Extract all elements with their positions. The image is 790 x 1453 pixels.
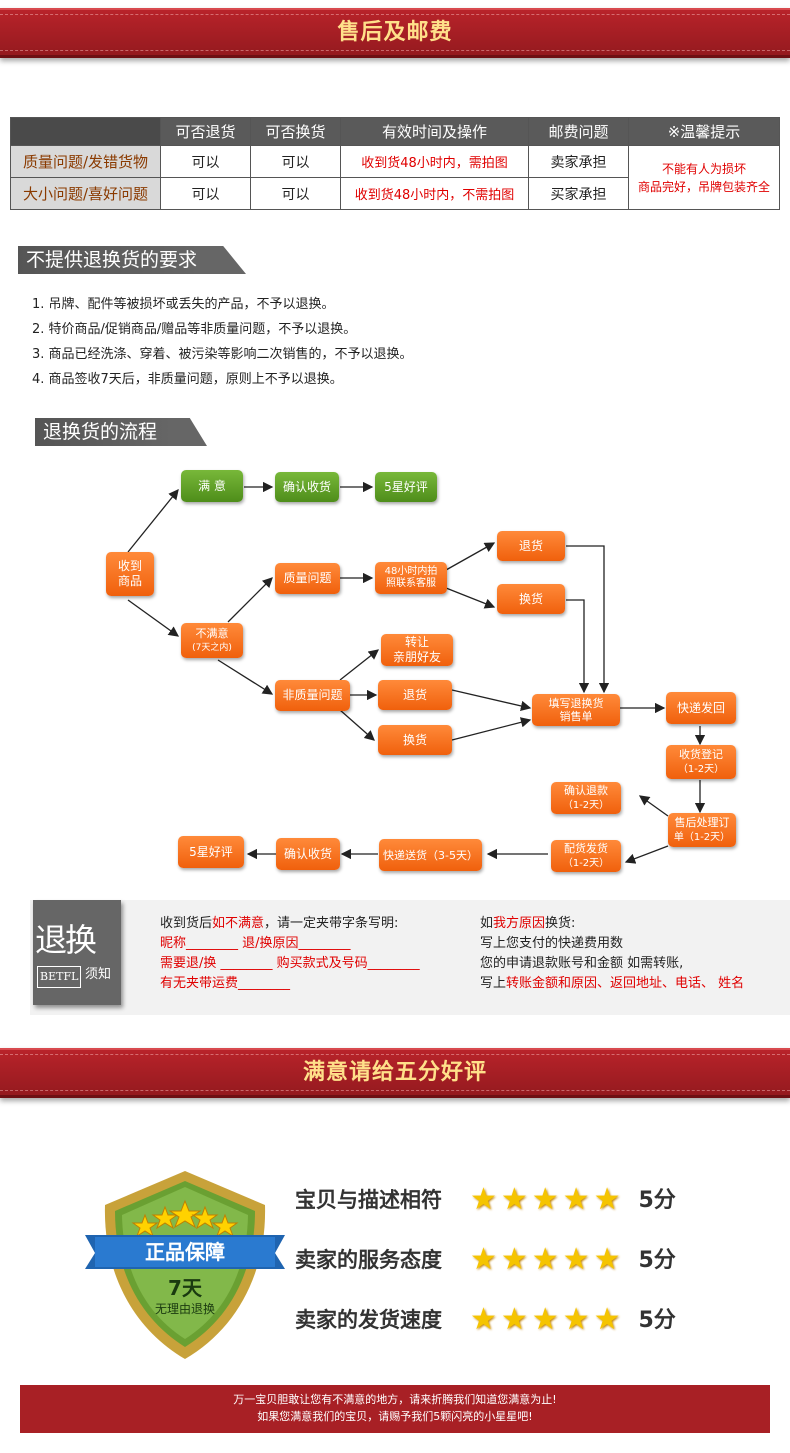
flow-fill-form: 填写退换货销售单: [532, 694, 620, 726]
shield-title: 正品保障: [145, 1240, 225, 1264]
table-header: ※温馨提示: [628, 117, 780, 146]
rating-label: 宝贝与描述相符: [295, 1188, 442, 1212]
flow-return-1: 退货: [497, 531, 565, 561]
shield-sub: 无理由退换: [155, 1302, 215, 1316]
flow-non-quality: 非质量问题: [275, 680, 350, 711]
flow-exchange-1: 换货: [497, 584, 565, 614]
flow-express-back: 快递发回: [666, 692, 736, 724]
star-icons: ★★★★★: [470, 1242, 625, 1277]
aftersale-title: 售后及邮费: [337, 20, 453, 45]
flow-register: 收货登记（1-2天）: [666, 745, 736, 779]
rules-list: 1. 吊牌、配件等被损坏或丢失的产品，不予以退换。 2. 特价商品/促销商品/赠…: [32, 292, 413, 392]
table-header: 邮费问题: [528, 117, 629, 146]
flow-return-2: 退货: [378, 680, 452, 710]
footer-line: 万一宝贝胆敢让您有不满意的地方，请来折腾我们知道您满意为止!: [233, 1393, 557, 1406]
tip-line: 不能有人为损坏: [661, 161, 746, 176]
table-cell: 可以: [160, 177, 251, 210]
star-icons: ★★★★★: [470, 1182, 625, 1217]
table-row: 大小问题/喜好问题 可以 可以 收到货48小时内，不需拍图 买家承担: [10, 177, 780, 210]
table-header: 有效时间及操作: [340, 117, 529, 146]
brand-tag: BETFL: [37, 966, 82, 988]
rating-row: 卖家的服务态度 ★★★★★ 5分: [295, 1240, 676, 1280]
flow-five-star-2: 5星好评: [178, 836, 244, 868]
notice-big-text: 退换: [35, 921, 97, 959]
list-item: 3. 商品已经洗涤、穿着、被污染等影响二次销售的，不予以退换。: [32, 347, 413, 362]
table-row: 质量问题/发错货物 可以 可以 收到货48小时内，需拍图 卖家承担 不能有人为损…: [10, 145, 780, 210]
flow-satisfied: 满 意: [181, 470, 243, 502]
table-cell: 收到货48小时内，需拍图: [340, 145, 529, 178]
flow-process-order: 售后处理订单（1-2天）: [668, 813, 736, 847]
table-cell: 可以: [160, 145, 251, 178]
row-label: 质量问题/发错货物: [10, 145, 161, 178]
shield-days: 7天: [168, 1276, 203, 1300]
policy-table: 可否退货 可否换货 有效时间及操作 邮费问题 ※温馨提示 质量问题/发错货物 可…: [10, 117, 780, 210]
praise-banner: 满意请给五分好评: [0, 1048, 790, 1098]
flow-contact-service: 48小时内拍照联系客服: [375, 562, 447, 594]
table-cell: 可以: [250, 145, 341, 178]
footer-line: 如果您满意我们的宝贝，请赐予我们5颗闪亮的小星星吧!: [257, 1410, 533, 1423]
flow-delivery: 快递送货（3-5天）: [379, 839, 482, 871]
tip-cell: 不能有人为损坏商品完好，吊牌包装齐全: [628, 145, 780, 210]
table-header: 可否退货: [160, 117, 251, 146]
flow-transfer: 转让亲朋好友: [381, 634, 453, 666]
rating-row: 宝贝与描述相符 ★★★★★ 5分: [295, 1180, 676, 1220]
flow-confirm-receipt-2: 确认收货: [276, 838, 340, 870]
aftersale-banner: 售后及邮费: [0, 8, 790, 58]
praise-title: 满意请给五分好评: [302, 1060, 487, 1085]
list-item: 4. 商品签收7天后，非质量问题，原则上不予以退换。: [32, 372, 343, 387]
row-label: 大小问题/喜好问题: [10, 177, 161, 210]
flow-ship-goods: 配货发货（1-2天）: [551, 840, 621, 872]
rating-row: 卖家的发货速度 ★★★★★ 5分: [295, 1300, 676, 1340]
footer-note: 万一宝贝胆敢让您有不满意的地方，请来折腾我们知道您满意为止! 如果您满意我们的宝…: [20, 1385, 770, 1433]
rating-score: 5分: [638, 1308, 676, 1333]
guarantee-shield-icon: 正品保障 7天 无理由退换: [85, 1171, 285, 1359]
notice-badge: 退换 BETFL 须知: [33, 900, 121, 1005]
notice-left-column: 收到货后如不满意，请一定夹带字条写明: 昵称________ 退/换原因____…: [160, 916, 420, 991]
flow-arrows: [127, 481, 706, 864]
table-cell: 买家承担: [528, 177, 629, 210]
rating-label: 卖家的服务态度: [295, 1248, 442, 1272]
rating-score: 5分: [638, 1248, 676, 1273]
flow-received: 收到商品: [106, 552, 154, 596]
notice-xu: 须知: [85, 967, 112, 982]
notice-right-column: 如我方原因换货: 写上您支付的快递费用数 您的申请退款账号和金额 如需转账, 写…: [480, 916, 745, 991]
star-icons: ★★★★★: [470, 1302, 625, 1337]
return-notice: 退换 BETFL 须知 收到货后如不满意，请一定夹带字条写明: 昵称______…: [30, 900, 790, 1015]
flow-unsatisfied: 不满意(7天之内): [181, 623, 243, 658]
flow-confirm-refund: 确认退款（1-2天）: [551, 782, 621, 814]
table-header: 可否换货: [250, 117, 341, 146]
flow-quality-issue: 质量问题: [275, 563, 340, 594]
no-return-heading: 不提供退换货的要求: [18, 246, 246, 274]
list-item: 1. 吊牌、配件等被损坏或丢失的产品，不予以退换。: [32, 297, 335, 312]
table-cell: 收到货48小时内，不需拍图: [340, 177, 529, 210]
rating-label: 卖家的发货速度: [295, 1308, 442, 1332]
flow-exchange-2: 换货: [378, 725, 452, 755]
process-heading: 退换货的流程: [35, 418, 207, 446]
list-item: 2. 特价商品/促销商品/赠品等非质量问题，不予以退换。: [32, 322, 357, 337]
table-cell: 可以: [250, 177, 341, 210]
flow-five-star: 5星好评: [375, 472, 437, 502]
flow-confirm-receipt: 确认收货: [275, 472, 339, 502]
tip-line: 商品完好，吊牌包装齐全: [637, 179, 770, 194]
rating-score: 5分: [638, 1188, 676, 1213]
